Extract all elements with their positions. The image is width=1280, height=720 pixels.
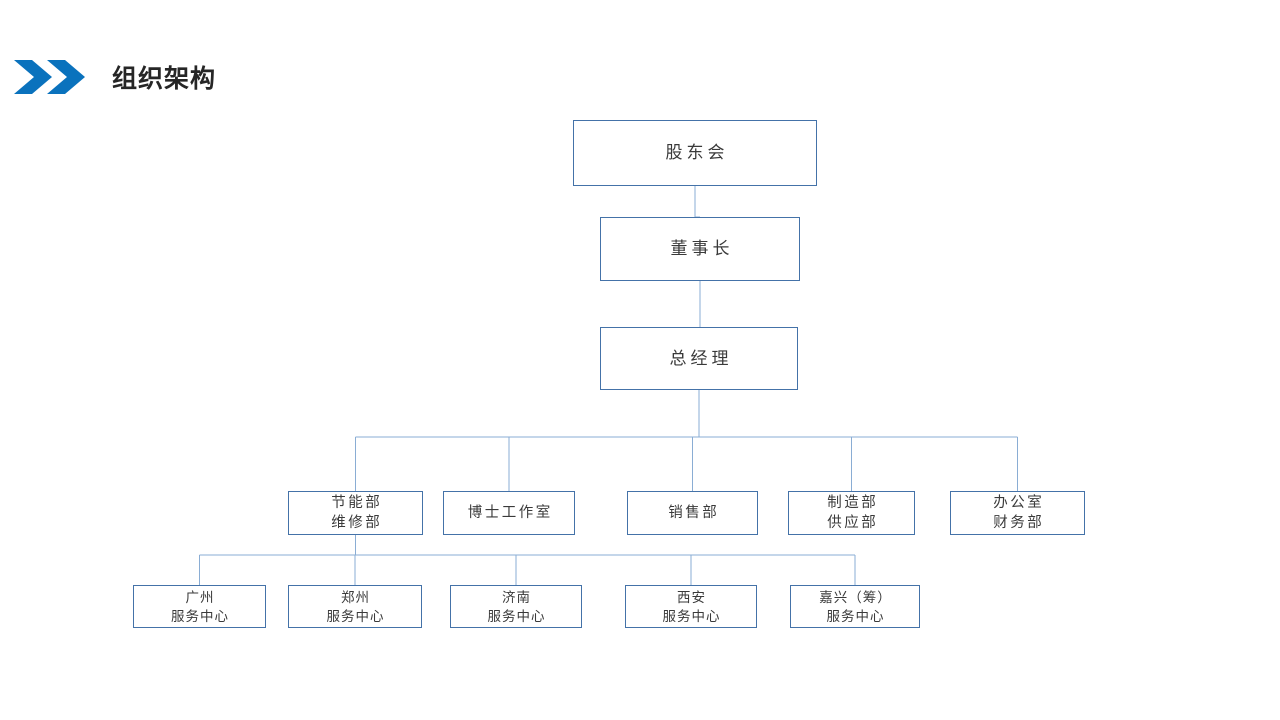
org-node-label-line1: 制造部 — [827, 495, 879, 511]
org-node-doctor-studio[interactable]: 博士工作室 — [443, 491, 575, 535]
org-node-label-line2: 服务中心 — [826, 608, 885, 624]
org-node-label-line1: 西安 — [677, 589, 706, 605]
org-node-label-line1: 销售部 — [668, 505, 720, 521]
org-node-label-line1: 办公室 — [993, 495, 1045, 511]
org-node-label-line1: 总经理 — [669, 348, 733, 368]
org-node-zhengzhou-center[interactable]: 郑州服务中心 — [288, 585, 422, 628]
org-node-label-line2: 财务部 — [993, 515, 1045, 531]
org-node-office-finance[interactable]: 办公室财务部 — [950, 491, 1085, 535]
org-node-label-line1: 济南 — [502, 589, 531, 605]
org-node-shareholders[interactable]: 股东会 — [573, 120, 817, 186]
org-node-sales[interactable]: 销售部 — [627, 491, 758, 535]
org-node-general-manager[interactable]: 总经理 — [600, 327, 798, 390]
page-title: 组织架构 — [112, 65, 217, 93]
org-node-label-line2: 服务中心 — [171, 608, 229, 624]
org-node-chairman[interactable]: 董事长 — [600, 217, 800, 281]
org-node-label-line1: 博士工作室 — [467, 505, 553, 521]
org-node-energy-maintenance[interactable]: 节能部维修部 — [288, 491, 423, 535]
slide-header: 组织架构 — [0, 0, 1280, 118]
double-chevron-right-icon — [14, 60, 85, 94]
org-node-guangzhou-center[interactable]: 广州服务中心 — [133, 585, 266, 628]
org-node-label-line1: 嘉兴（筹） — [819, 589, 892, 605]
org-node-xian-center[interactable]: 西安服务中心 — [625, 585, 757, 628]
org-node-jinan-center[interactable]: 济南服务中心 — [450, 585, 582, 628]
org-node-label-line2: 维修部 — [331, 515, 383, 531]
org-node-label-line1: 股东会 — [665, 143, 729, 162]
org-node-label-line1: 节能部 — [331, 495, 383, 511]
org-node-label-line1: 郑州 — [341, 589, 370, 605]
org-node-jiaxing-center[interactable]: 嘉兴（筹） 服务中心 — [790, 585, 920, 628]
org-node-label-line2: 供应部 — [827, 515, 879, 531]
org-node-label-line1: 广州 — [185, 589, 215, 605]
org-node-manufacturing-supply[interactable]: 制造部供应部 — [788, 491, 915, 535]
org-node-label-line2: 服务中心 — [487, 608, 546, 624]
org-node-label-line2: 服务中心 — [662, 608, 721, 624]
org-node-label-line2: 服务中心 — [326, 608, 385, 624]
org-node-label-line1: 董事长 — [670, 239, 734, 258]
